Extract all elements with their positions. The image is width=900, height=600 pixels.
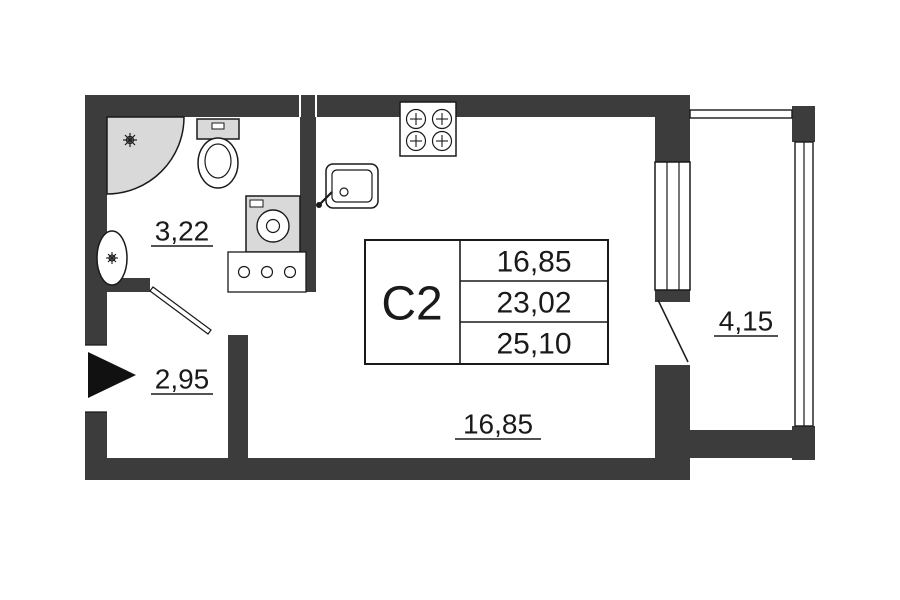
bathroom-right-wall <box>300 117 316 292</box>
stove-icon <box>399 101 457 157</box>
right-wall-upper <box>655 117 690 162</box>
kitchen-fixtures <box>316 101 457 209</box>
area-labels: 3,22 2,95 16,85 4,15 <box>151 216 778 440</box>
bottom-wall <box>85 458 690 480</box>
balcony-bottom-right-pier <box>792 426 815 460</box>
spec-table: С2 16,85 23,02 25,10 <box>364 239 609 365</box>
bathroom-area-label: 3,22 <box>155 216 210 247</box>
hallway-area-label: 2,95 <box>155 364 210 395</box>
doors <box>85 286 689 413</box>
balcony-bottom-wall <box>655 430 815 458</box>
hallway-wall <box>228 335 248 458</box>
table-value-2: 23,02 <box>496 287 571 320</box>
right-wall-lower <box>655 365 690 480</box>
entrance-arrow-icon <box>88 352 136 398</box>
table-value-3: 25,10 <box>496 328 571 361</box>
balcony-top-window <box>689 109 793 119</box>
table-value-1: 16,85 <box>496 246 571 279</box>
washbasin-icon <box>96 230 128 286</box>
cabinet-icon <box>227 251 307 293</box>
balcony-door-leaf <box>657 299 689 363</box>
shower-icon <box>106 116 185 195</box>
balcony-top-right-pier <box>792 106 815 142</box>
balcony-area-label: 4,15 <box>719 306 774 337</box>
top-wall <box>85 95 690 117</box>
washing-machine-icon <box>245 195 301 253</box>
bathroom-door-leaf <box>149 286 212 335</box>
balcony-door-window <box>654 161 691 291</box>
balcony-right-window <box>794 141 814 427</box>
right-wall-mid <box>655 290 690 302</box>
left-wall-upper <box>85 117 107 345</box>
walls <box>85 95 815 480</box>
unit-label: С2 <box>381 278 442 331</box>
kitchen-sink-icon <box>316 163 379 209</box>
windows <box>654 109 814 427</box>
living-area-label: 16,85 <box>463 409 533 440</box>
toilet-icon <box>196 118 240 189</box>
bathroom-fixtures <box>96 116 307 293</box>
